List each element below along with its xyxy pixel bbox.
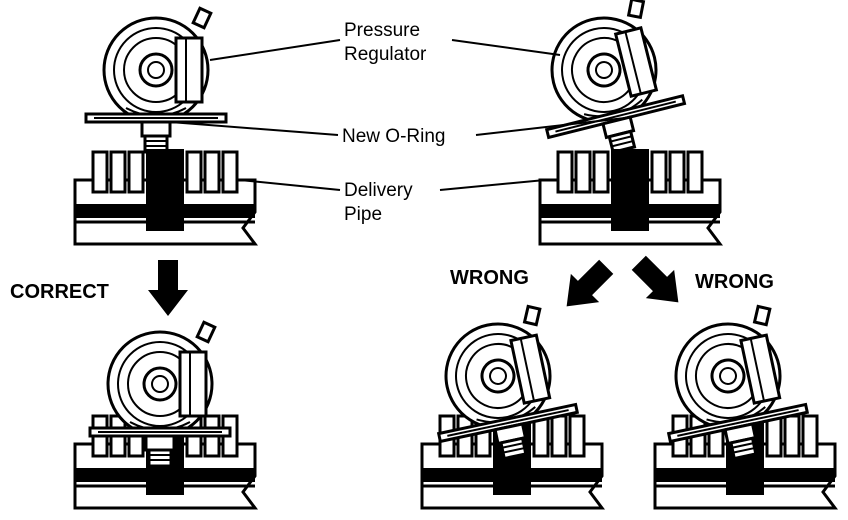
delivery-pipe-top-left: [73, 148, 257, 246]
label-pressure: Pressure: [344, 20, 420, 41]
leader-oring-right: [475, 117, 626, 136]
label-wrong-left: WRONG: [450, 267, 529, 289]
regulator-top-right: [519, 0, 694, 168]
arrow-down-right-wrong: [631, 255, 679, 303]
label-correct: CORRECT: [10, 281, 109, 303]
label-delivery: Delivery: [344, 180, 413, 201]
arrow-down-correct: [148, 260, 188, 316]
leader-pressure-right: [451, 39, 561, 56]
label-wrong-right: WRONG: [695, 271, 774, 293]
leader-pipe-right: [439, 179, 546, 191]
leader-pipe-left: [239, 179, 341, 191]
leader-oring-left: [169, 121, 339, 136]
label-regulator: Regulator: [344, 44, 427, 65]
label-new-o-ring: New O-Ring: [342, 126, 445, 147]
label-pipe: Pipe: [344, 204, 382, 225]
delivery-pipe-top-right: [538, 148, 722, 246]
arrow-down-left-wrong: [566, 259, 614, 307]
regulator-top-left: [84, 6, 228, 154]
leader-pressure-left: [209, 39, 341, 61]
